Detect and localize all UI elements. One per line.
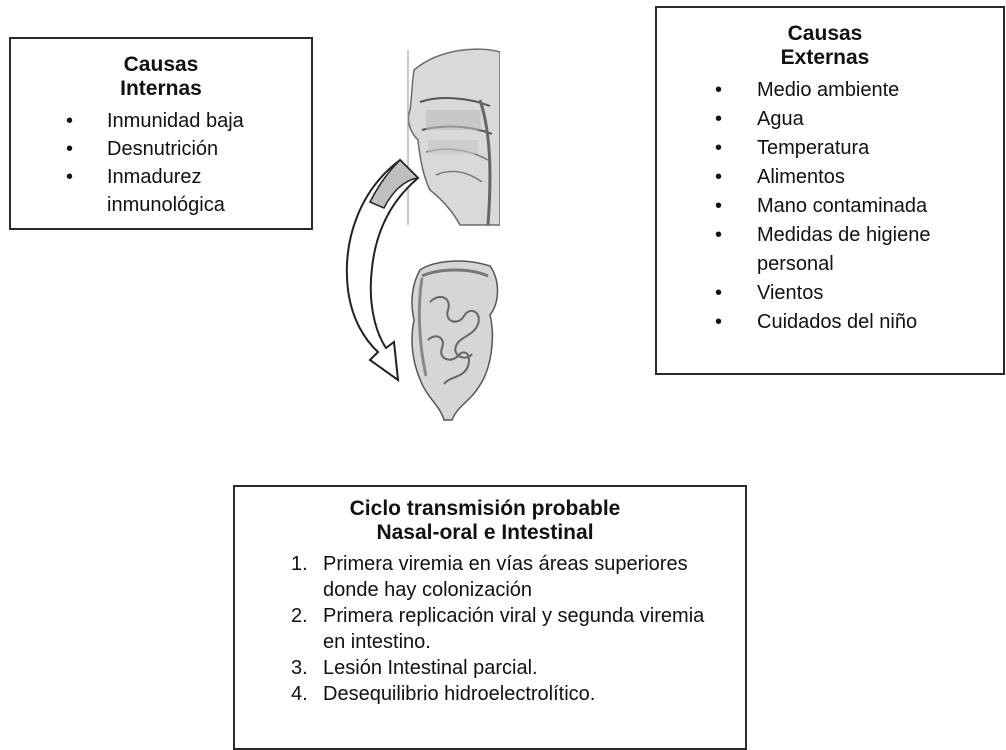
list-item: 3. Lesión Intestinal parcial. [279, 655, 735, 681]
transmission-cycle-title: Ciclo transmisión probable Nasal-oral e … [235, 497, 735, 545]
list-item: Desnutrición [66, 135, 301, 163]
internal-causes-title: Causas Internas [11, 53, 301, 101]
internal-causes-title-line-2: Internas [21, 77, 301, 101]
step-number: 4. [291, 681, 308, 707]
list-item: 4. Desequilibrio hidroelectrolítico. [279, 681, 735, 707]
external-causes-box: Causas Externas Medio ambiente Agua Temp… [655, 6, 1005, 375]
head-cross-section-illustration [408, 40, 500, 225]
list-item: 1. Primera viremia en vías áreas superio… [279, 551, 723, 603]
list-item: Cuidados del niño [715, 308, 993, 337]
external-causes-title-line-1: Causas [657, 22, 993, 46]
list-item: Inmadurez inmunológica [66, 163, 277, 219]
external-causes-list: Medio ambiente Agua Temperatura Alimento… [715, 76, 993, 337]
list-item: Medio ambiente [715, 76, 993, 105]
transmission-cycle-title-line-2: Nasal-oral e Intestinal [235, 521, 735, 545]
transmission-cycle-box: Ciclo transmisión probable Nasal-oral e … [233, 485, 747, 750]
step-text: Primera replicación viral y segunda vire… [323, 605, 704, 653]
step-text: Lesión Intestinal parcial. [323, 657, 538, 679]
list-item: Vientos [715, 279, 993, 308]
transmission-cycle-steps: 1. Primera viremia en vías áreas superio… [279, 551, 735, 707]
external-causes-title-line-2: Externas [657, 46, 993, 70]
internal-causes-title-line-1: Causas [21, 53, 301, 77]
list-item: Alimentos [715, 163, 993, 192]
list-item: Medidas de higiene personal [715, 221, 957, 279]
step-number: 1. [291, 551, 308, 577]
step-number: 3. [291, 655, 308, 681]
list-item: 2. Primera replicación viral y segunda v… [279, 603, 723, 655]
list-item: Inmunidad baja [66, 107, 301, 135]
external-causes-title: Causas Externas [657, 22, 993, 70]
intestine-illustration [412, 261, 498, 420]
internal-causes-box: Causas Internas Inmunidad baja Desnutric… [9, 37, 313, 230]
internal-causes-list: Inmunidad baja Desnutrición Inmadurez in… [66, 107, 301, 219]
transmission-cycle-title-line-1: Ciclo transmisión probable [235, 497, 735, 521]
curved-down-arrow-icon [347, 160, 418, 380]
step-text: Primera viremia en vías áreas superiores… [323, 553, 688, 601]
transmission-illustration [340, 40, 500, 440]
step-text: Desequilibrio hidroelectrolítico. [323, 683, 595, 705]
list-item: Mano contaminada [715, 192, 993, 221]
list-item: Temperatura [715, 134, 993, 163]
list-item: Agua [715, 105, 993, 134]
step-number: 2. [291, 603, 308, 629]
